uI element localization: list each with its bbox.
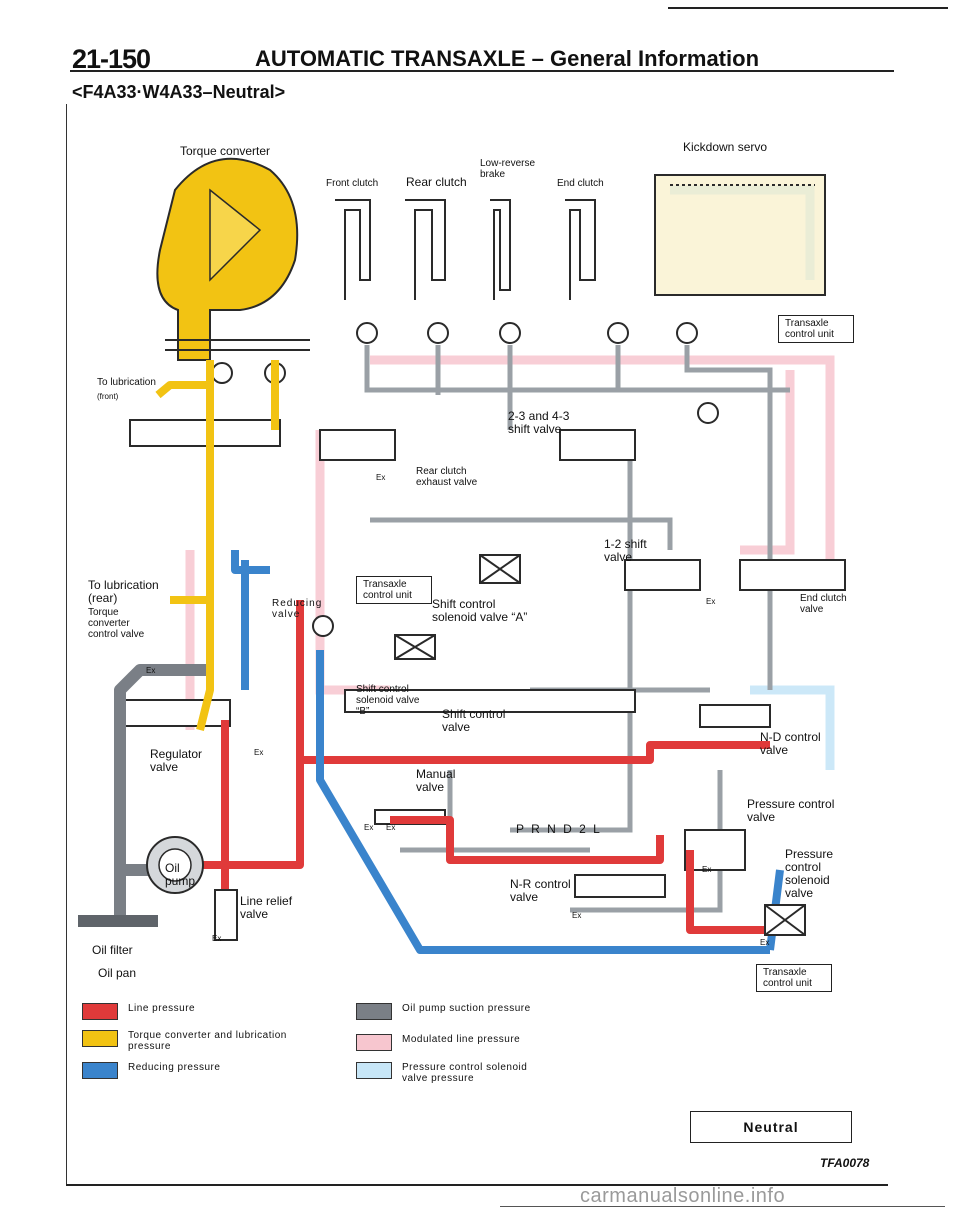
hydraulic-circuit-diagram — [78, 157, 846, 954]
label-rear-clutch: Rear clutch — [406, 175, 467, 189]
exhaust-mark: Ex — [572, 911, 582, 920]
exhaust-mark: Ex — [702, 865, 712, 874]
legend-swatch — [356, 1034, 392, 1051]
label-oil-filter: Oil filter — [92, 943, 133, 957]
legend-item: Torque converter and lubrication pressur… — [82, 1030, 288, 1052]
legend-item: Pressure control solenoid valve pressure — [356, 1062, 542, 1084]
exhaust-mark: Ex — [760, 938, 770, 947]
label-nr-control-valve: N-R control valve — [510, 877, 571, 904]
label-to-lubrication-rear: To lubrication (rear) — [88, 578, 159, 605]
label-low-reverse-brake: Low-reverse brake — [480, 158, 536, 180]
legend-swatch — [82, 1030, 118, 1047]
released-passages — [364, 345, 790, 913]
label-front: (front) — [97, 392, 119, 401]
legend-item: Oil pump suction pressure — [356, 1003, 531, 1020]
label-transaxle-control-unit-mid: Transaxle control unit — [356, 576, 432, 604]
label-pressure-control-solenoid-valve: Pressure control solenoid valve — [785, 847, 834, 900]
label-rear-clutch-exhaust-valve: Rear clutch exhaust valve — [416, 466, 478, 488]
oil-pump-gear — [158, 848, 192, 882]
torque-converter — [156, 157, 310, 361]
label-oil-pump: Oil pump — [165, 861, 196, 888]
label-reducing-valve: Reducing valve — [272, 598, 323, 620]
label-manual-valve: Manual valve — [416, 767, 456, 794]
legend-label: Modulated line pressure — [402, 1034, 521, 1045]
torque-lube-circuit — [155, 360, 279, 731]
label-end-clutch-valve: End clutch valve — [800, 593, 847, 615]
legend-item: Reducing pressure — [82, 1062, 220, 1079]
legend-item: Modulated line pressure — [356, 1034, 520, 1051]
model-subtitle: <F4A33·W4A33–Neutral> — [72, 82, 286, 102]
page-number: 21-150 — [72, 44, 151, 74]
label-to-lubrication-front: To lubrication — [97, 377, 156, 388]
solenoid-bodies — [394, 554, 806, 936]
label-1-2-shift-valve: 1-2 shift valve — [604, 537, 647, 564]
exhaust-mark: Ex — [212, 934, 222, 943]
mode-label-box: Neutral — [690, 1111, 852, 1143]
label-regulator-valve: Regulator valve — [150, 747, 203, 774]
label-transaxle-control-unit-top: Transaxle control unit — [778, 315, 854, 343]
label-nd-control-valve: N-D control valve — [760, 730, 821, 757]
mode-label: Neutral — [743, 1119, 799, 1135]
footer-rule — [66, 1184, 888, 1186]
label-prnd2l: P R N D 2 L — [516, 822, 602, 836]
page-title: AUTOMATIC TRANSAXLE – General Informatio… — [255, 46, 760, 71]
label-pressure-control-valve: Pressure control valve — [747, 797, 835, 824]
legend-swatch — [356, 1003, 392, 1020]
left-margin-rule — [66, 104, 67, 1184]
label-shift-control-valve: Shift control valve — [442, 707, 506, 734]
label-front-clutch: Front clutch — [326, 178, 379, 189]
header-rule — [70, 70, 894, 72]
label-shift-control-solenoid-b: Shift control solenoid valve “B” — [356, 684, 420, 717]
legend-label: Torque converter and lubrication pressur… — [128, 1030, 287, 1052]
legend-label: Oil pump suction pressure — [402, 1003, 531, 1014]
label-torque-converter: Torque converter — [180, 144, 271, 158]
legend-item: Line pressure — [82, 1003, 195, 1020]
exhaust-mark: Ex — [254, 748, 264, 757]
label-line-relief-valve: Line relief valve — [240, 894, 293, 921]
exhaust-mark: Ex — [364, 823, 374, 832]
footer-rule-lower — [500, 1206, 945, 1207]
legend-label: Pressure control solenoid valve pressure — [402, 1062, 528, 1084]
label-shift-control-solenoid-a: Shift control solenoid valve “A” — [432, 597, 528, 624]
label-transaxle-control-unit-bottom: Transaxle control unit — [756, 964, 832, 992]
exhaust-mark: Ex — [376, 473, 386, 482]
legend-swatch — [82, 1062, 118, 1079]
valve-bodies — [114, 419, 846, 936]
pressure-ports — [211, 322, 719, 637]
label-shift-valve-2-3-4-3: 2-3 and 4-3 shift valve — [508, 409, 570, 436]
line-relief-valve-body — [214, 889, 238, 941]
watermark-text: carmanualsonline.info — [580, 1185, 786, 1207]
exhaust-mark: Ex — [146, 666, 156, 675]
top-rule — [668, 7, 948, 9]
figure-code: TFA0078 — [820, 1156, 870, 1170]
label-end-clutch: End clutch — [557, 178, 604, 189]
oil-filter-body — [78, 915, 158, 927]
legend-swatch — [82, 1003, 118, 1020]
exhaust-mark: Ex — [386, 823, 396, 832]
line-pressure-circuit — [160, 600, 770, 934]
label-torque-converter-control-valve: Torque converter control valve — [88, 607, 145, 640]
exhaust-mark: Ex — [706, 597, 716, 606]
legend-swatch — [356, 1062, 392, 1079]
label-oil-pan: Oil pan — [98, 966, 137, 980]
clutch-housings — [335, 174, 826, 300]
legend-label: Reducing pressure — [128, 1062, 221, 1073]
label-kickdown-servo: Kickdown servo — [683, 140, 768, 154]
legend-label: Line pressure — [128, 1003, 196, 1014]
